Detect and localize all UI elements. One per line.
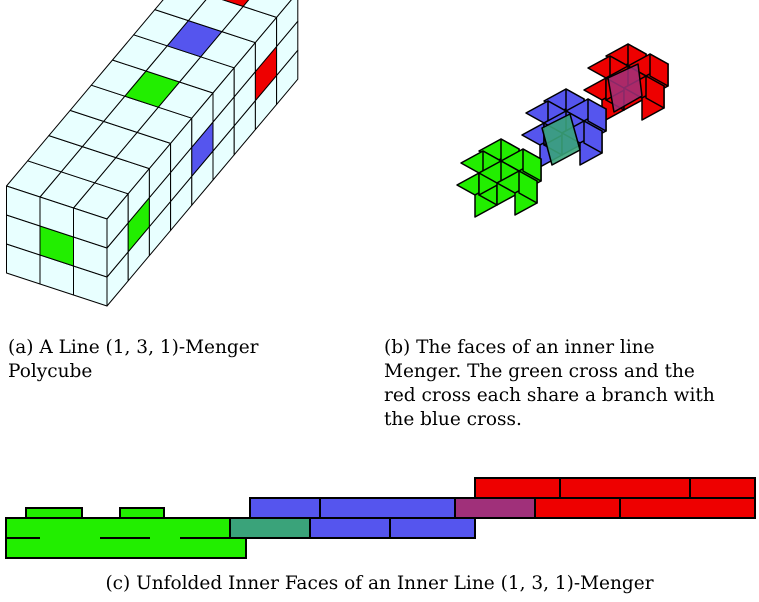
red-strip-high <box>475 478 755 498</box>
caption-c-label: (c) <box>105 573 130 594</box>
figure-b-inner-faces-crosses <box>430 0 730 270</box>
caption-b-line2: Menger. The green cross and the <box>384 361 695 382</box>
caption-a-text-line2: Polycube <box>8 361 92 382</box>
figure-a-menger-polycube <box>0 0 310 320</box>
caption-b-line3: red cross each share a branch with <box>384 385 715 406</box>
green-tab-1 <box>26 508 82 518</box>
caption-b-label: (b) <box>384 337 410 358</box>
caption-a-text-line1: A Line (1, 3, 1)-Menger <box>39 337 258 358</box>
green-tab-2 <box>120 508 164 518</box>
caption-c: (c) Unfolded Inner Faces of an Inner Lin… <box>0 572 759 596</box>
figure-c-unfolded-faces <box>0 470 759 570</box>
shared-green-blue <box>230 518 310 538</box>
shared-blue-red <box>455 498 535 518</box>
caption-a-label: (a) <box>8 337 33 358</box>
caption-a: (a) A Line (1, 3, 1)-Menger Polycube <box>8 336 308 384</box>
caption-b-line1: The faces of an inner line <box>416 337 654 358</box>
caption-b: (b) The faces of an inner line Menger. T… <box>384 336 759 432</box>
blue-strip-high <box>250 498 475 518</box>
caption-b-line4: the blue cross. <box>384 409 522 430</box>
caption-c-text: Unfolded Inner Faces of an Inner Line (1… <box>136 573 653 594</box>
